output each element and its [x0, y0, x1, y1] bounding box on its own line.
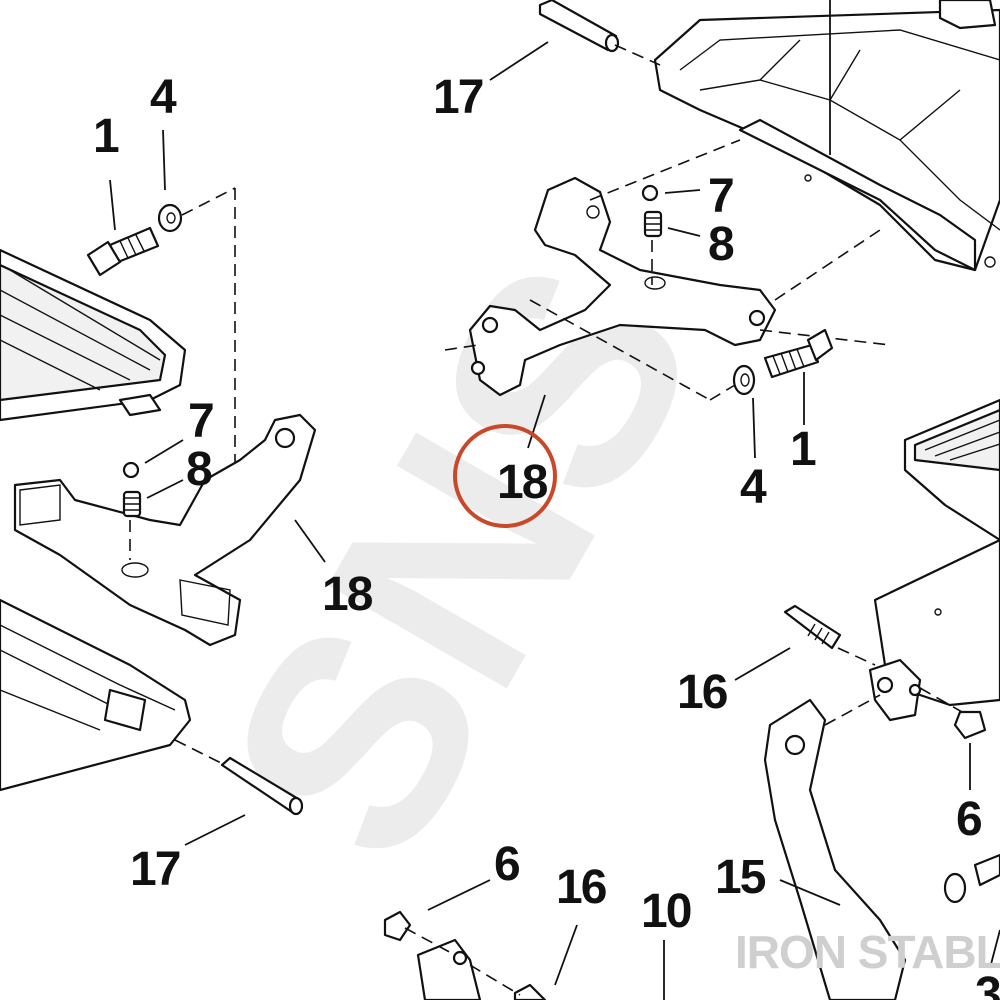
callout-17-left: 17: [130, 843, 180, 896]
callout-17-top: 17: [433, 71, 483, 124]
pin-top: [538, 0, 620, 53]
callout-16-right: 16: [677, 666, 727, 719]
footboard-top-right: [653, 0, 1000, 272]
washer-left: [157, 203, 183, 233]
bottom-parts: [383, 910, 547, 1000]
callout-1-center: 1: [790, 423, 816, 476]
footboard-lower-left: [0, 598, 192, 792]
callout-4-left: 4: [150, 71, 177, 124]
leader-lines: [109, 41, 1000, 1000]
callout-6-right: 6: [956, 793, 981, 846]
lever-lower-right: [763, 538, 1000, 1000]
callout-15: 15: [715, 851, 766, 904]
highlight-circle: [453, 424, 557, 528]
washer-right-edge: [943, 853, 1000, 904]
bracket-left: [13, 413, 317, 647]
ball-spring-left: [122, 461, 142, 518]
footboard-right: [903, 398, 1000, 542]
screw-left: [86, 226, 160, 277]
callout-18-left: 18: [322, 568, 373, 621]
callout-18-center: 18: [497, 456, 548, 509]
bolt-16-right: [783, 604, 842, 650]
callout-1-left: 1: [93, 110, 119, 163]
callout-16-bottom: 16: [556, 861, 606, 914]
callout-8-center: 8: [708, 218, 734, 271]
callout-7-center: 7: [708, 170, 733, 223]
pin-left: [220, 756, 304, 816]
callout-8-left: 8: [186, 443, 212, 496]
callout-7-left: 7: [188, 395, 213, 448]
brand-watermark: IRON STABLE: [735, 926, 1000, 978]
bracket-center: [468, 176, 777, 397]
footboard-left: [0, 248, 187, 422]
callouts: 1 4 17 7 8 7 8 18 18 1 4 16 6 17 6 16 10…: [93, 71, 1000, 1000]
callout-10: 10: [641, 885, 691, 938]
washer-center: [732, 364, 756, 396]
callout-3-partial: 3: [975, 968, 1000, 1000]
callout-6-bottom: 6: [494, 838, 519, 891]
callout-4-center: 4: [740, 461, 767, 514]
screw-center: [763, 328, 834, 379]
